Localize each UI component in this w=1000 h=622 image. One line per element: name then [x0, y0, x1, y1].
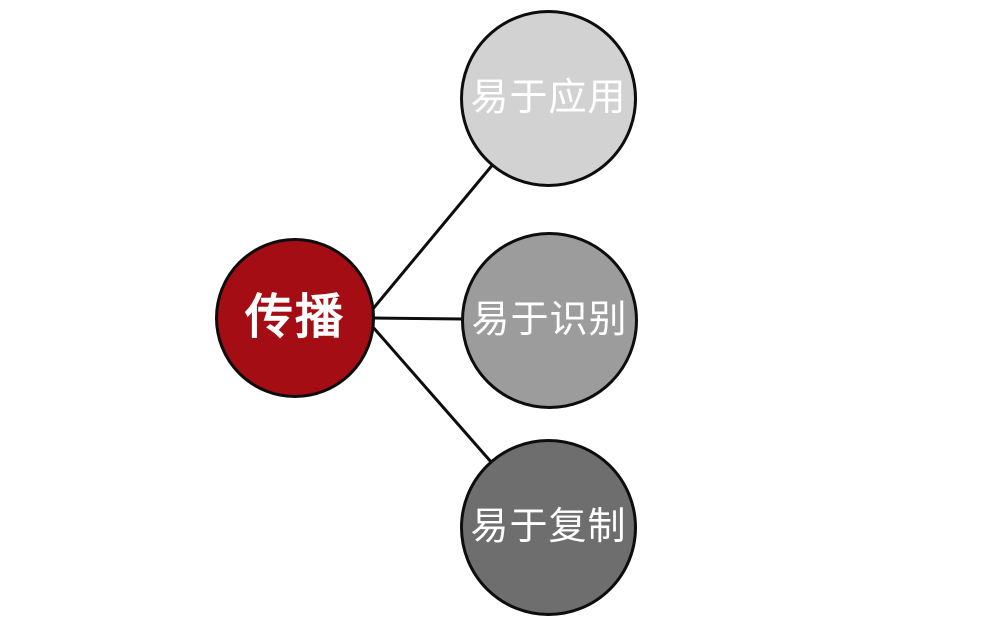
node-branch-easy-replicate: 易于复制: [460, 439, 637, 616]
node-branch-easy-replicate-label: 易于复制: [470, 505, 627, 548]
node-root-label: 传播: [244, 290, 345, 344]
node-branch-easy-identify: 易于识别: [461, 232, 638, 409]
node-branch-easy-apply-label: 易于应用: [470, 76, 627, 119]
node-branch-easy-apply: 易于应用: [460, 10, 637, 187]
node-branch-easy-identify-label: 易于识别: [471, 298, 628, 341]
node-root: 传播: [215, 238, 375, 398]
